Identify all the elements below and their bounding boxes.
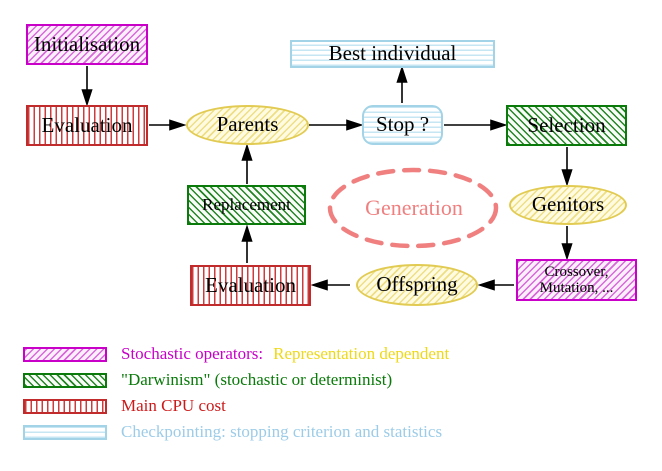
node-evaluation-bottom-label: Evaluation [205, 272, 296, 297]
node-best-individual: Best individual [290, 40, 495, 68]
node-genitors: Genitors [509, 185, 627, 225]
node-offspring-label: Offspring [376, 272, 458, 297]
arrow-stop-to-selection [444, 119, 508, 131]
legend-label-stochastic-operators: Stochastic operators: [121, 344, 264, 363]
legend-label-darwinism: "Darwinism" (stochastic or determinist) [121, 370, 393, 389]
node-offspring: Offspring [356, 264, 478, 306]
green-hatch-swatch [23, 372, 107, 388]
arrow-evaluation-to-replacement [241, 224, 253, 263]
arrow-offspring-to-evaluation [310, 279, 350, 291]
node-best-individual-label: Best individual [328, 41, 457, 66]
generation-loop-ellipse [327, 167, 499, 249]
arrow-replacement-to-parents [241, 143, 253, 184]
node-initialisation: Initialisation [26, 24, 148, 65]
magenta-hatch-swatch [23, 346, 107, 362]
node-crossover-label-line1: Crossover, [544, 263, 609, 280]
node-crossover-label-line2: Mutation, ... [539, 280, 614, 296]
legend-label-representation-dependent: Representation dependent [273, 344, 450, 363]
node-evaluation-top-label: Evaluation [41, 112, 133, 137]
node-stop: Stop ? [362, 105, 443, 145]
arrow-crossover-to-offspring [477, 279, 514, 291]
node-parents: Parents [186, 105, 309, 145]
arrow-evaluation-to-parents [149, 119, 187, 131]
node-selection-label: Selection [527, 112, 606, 137]
arrow-genitors-to-crossover [561, 226, 573, 261]
generation-loop-label: Generation [365, 195, 463, 220]
node-replacement: Replacement [187, 185, 306, 225]
cyan-stripes-swatch [23, 424, 107, 440]
node-evaluation-top: Evaluation [26, 105, 148, 146]
arrow-initialisation-to-evaluation [81, 66, 93, 107]
node-evaluation-bottom: Evaluation [190, 265, 311, 306]
node-crossover-mutation: Crossover, Mutation, ... [516, 259, 637, 301]
legend-row-checkpointing: Checkpointing: stopping criterion and st… [23, 422, 443, 441]
node-selection: Selection [506, 105, 627, 146]
legend-row-main-cpu-cost: Main CPU cost [23, 396, 226, 415]
node-replacement-label: Replacement [202, 194, 291, 214]
node-genitors-label: Genitors [531, 192, 605, 217]
legend-row-darwinism: "Darwinism" (stochastic or determinist) [23, 370, 393, 389]
node-stop-label: Stop ? [375, 112, 430, 137]
legend-row-stochastic-operators: Stochastic operators: Representation dep… [23, 344, 450, 363]
arrow-stop-to-best-individual [396, 65, 408, 103]
arrow-parents-to-stop [309, 119, 364, 131]
red-stripes-swatch [23, 398, 107, 414]
arrow-selection-to-genitors [561, 147, 573, 187]
legend-label-main-cpu-cost: Main CPU cost [121, 396, 226, 415]
node-initialisation-label: Initialisation [33, 31, 141, 56]
legend-label-checkpointing: Checkpointing: stopping criterion and st… [121, 422, 443, 441]
node-parents-label: Parents [216, 112, 279, 137]
